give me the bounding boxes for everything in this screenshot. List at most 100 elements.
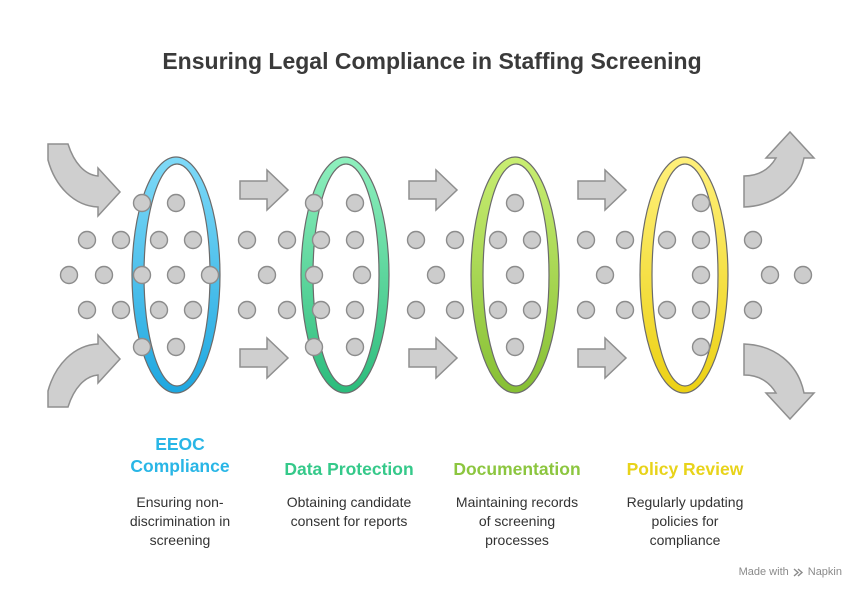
particle-dot	[615, 300, 635, 320]
particle-dot	[691, 337, 711, 357]
stage-description-line: Regularly updating	[626, 494, 744, 510]
arrow-right-icon	[577, 336, 628, 380]
particle-dot	[445, 230, 465, 250]
entry-arrow-top-icon	[47, 143, 122, 218]
particle-dot	[183, 230, 203, 250]
particle-dot	[445, 300, 465, 320]
particle-dot	[132, 193, 152, 213]
particle-dot	[505, 265, 525, 285]
stage-description-line: policies for	[651, 513, 719, 529]
particle-dot	[166, 265, 186, 285]
particle-dot	[132, 265, 152, 285]
exit-arrow-bottom-icon	[743, 343, 816, 421]
stage-description-line: Obtaining candidate	[286, 494, 412, 510]
made-with-text: Made with	[738, 566, 789, 578]
particle-dot	[406, 300, 426, 320]
particle-dot	[304, 265, 324, 285]
particle-dot	[277, 230, 297, 250]
particle-dot	[166, 193, 186, 213]
particle-dot	[522, 230, 542, 250]
particle-dot	[149, 230, 169, 250]
particle-dot	[505, 193, 525, 213]
particle-dot	[793, 265, 813, 285]
particle-dot	[77, 300, 97, 320]
particle-dot	[657, 300, 677, 320]
particle-dot	[615, 230, 635, 250]
particle-dot	[522, 300, 542, 320]
particle-dot	[488, 300, 508, 320]
particle-dot	[277, 300, 297, 320]
particle-dot	[77, 230, 97, 250]
stage-description-line: consent for reports	[290, 513, 408, 529]
arrow-right-icon	[408, 168, 459, 212]
particle-dot	[200, 265, 220, 285]
particle-dot	[304, 193, 324, 213]
particle-dot	[311, 300, 331, 320]
stage-description-line: discrimination in	[129, 513, 231, 529]
particle-dot	[406, 230, 426, 250]
stage-label-line: Documentation	[453, 459, 581, 479]
particle-dot	[345, 337, 365, 357]
stage-description-line: compliance	[649, 532, 721, 548]
arrow-right-icon	[577, 168, 628, 212]
filter-ring-icon	[300, 156, 390, 394]
footer-credit: Made with Napkin	[739, 566, 842, 578]
particle-dot	[237, 300, 257, 320]
particle-dot	[304, 337, 324, 357]
stage-label-line: Policy Review	[626, 459, 744, 479]
particle-dot	[743, 230, 763, 250]
particle-dot	[595, 265, 615, 285]
stage-label: Policy Review	[600, 458, 770, 480]
particle-dot	[760, 265, 780, 285]
filter-ring-icon	[639, 156, 729, 394]
particle-dot	[426, 265, 446, 285]
napkin-brand-text: Napkin	[807, 566, 842, 578]
particle-dot	[345, 193, 365, 213]
particle-dot	[345, 300, 365, 320]
particle-dot	[111, 230, 131, 250]
particle-dot	[352, 265, 372, 285]
particle-dot	[657, 230, 677, 250]
exit-arrow-top-icon	[743, 130, 816, 208]
stage-label-line: EEOC	[155, 434, 205, 454]
particle-dot	[345, 230, 365, 250]
arrow-right-icon	[239, 168, 290, 212]
napkin-logo-icon	[793, 567, 803, 577]
particle-dot	[59, 265, 79, 285]
particle-dot	[183, 300, 203, 320]
arrow-right-icon	[239, 336, 290, 380]
particle-dot	[691, 193, 711, 213]
particle-dot	[111, 300, 131, 320]
particle-dot	[505, 337, 525, 357]
stage-description: Obtaining candidate consent for reports	[274, 493, 424, 531]
particle-dot	[576, 300, 596, 320]
stage-label-line: Compliance	[130, 456, 230, 476]
stage-description-line: processes	[485, 532, 549, 548]
particle-dot	[311, 230, 331, 250]
particle-dot	[132, 337, 152, 357]
particle-dot	[257, 265, 277, 285]
particle-dot	[576, 230, 596, 250]
particle-dot	[743, 300, 763, 320]
stage-label-line: Data Protection	[284, 459, 414, 479]
stage-label: Documentation	[432, 458, 602, 480]
particle-dot	[691, 265, 711, 285]
particle-dot	[237, 230, 257, 250]
stage-description-line: Maintaining records	[455, 494, 579, 510]
stage-description: Regularly updating policies for compliance	[610, 493, 760, 550]
stage-description: Maintaining records of screening processes	[442, 493, 592, 550]
arrow-right-icon	[408, 336, 459, 380]
particle-dot	[94, 265, 114, 285]
particle-dot	[691, 230, 711, 250]
page-title: Ensuring Legal Compliance in Staffing Sc…	[162, 48, 702, 74]
stage-description: Ensuring non-discrimination in screening	[105, 493, 255, 550]
stage-description-line: of screening	[478, 513, 556, 529]
stage-description-line: Ensuring non-	[136, 494, 224, 510]
entry-arrow-bottom-icon	[47, 333, 122, 408]
stage-description-line: screening	[149, 532, 211, 548]
stage-label: Data Protection	[264, 458, 434, 480]
particle-dot	[149, 300, 169, 320]
particle-dot	[488, 230, 508, 250]
